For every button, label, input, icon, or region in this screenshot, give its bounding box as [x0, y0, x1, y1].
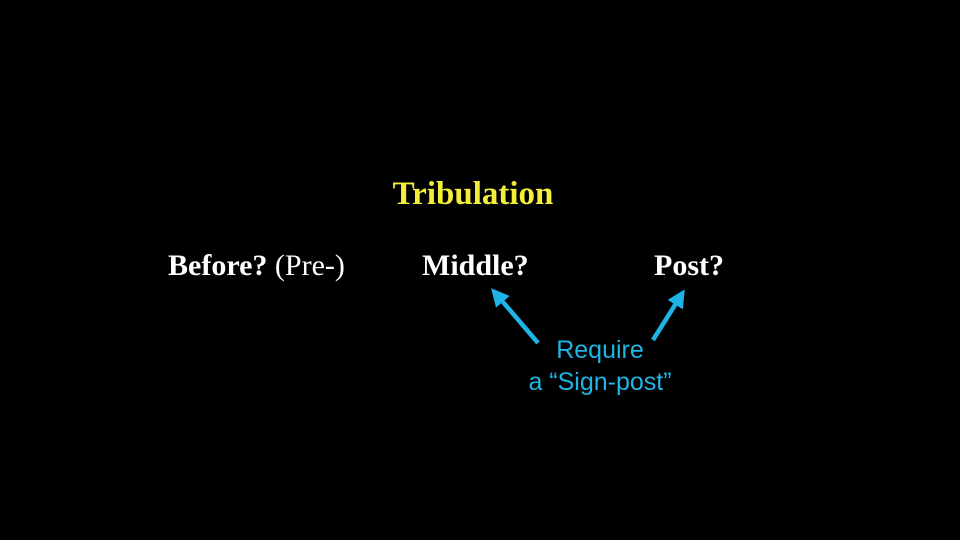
annotation-line-1: Require [556, 336, 644, 364]
arrow-to-post [651, 289, 685, 342]
annotation-line-2: a “Sign-post” [528, 368, 672, 396]
option-before-note: (Pre-) [274, 249, 345, 282]
option-before: Before? (Pre-) [168, 249, 345, 283]
arrow-to-middle [491, 288, 540, 345]
option-post: Post? [654, 249, 724, 282]
option-before-label: Before? [168, 249, 268, 282]
option-middle: Middle? [422, 249, 529, 282]
slide-title: Tribulation [392, 176, 554, 212]
